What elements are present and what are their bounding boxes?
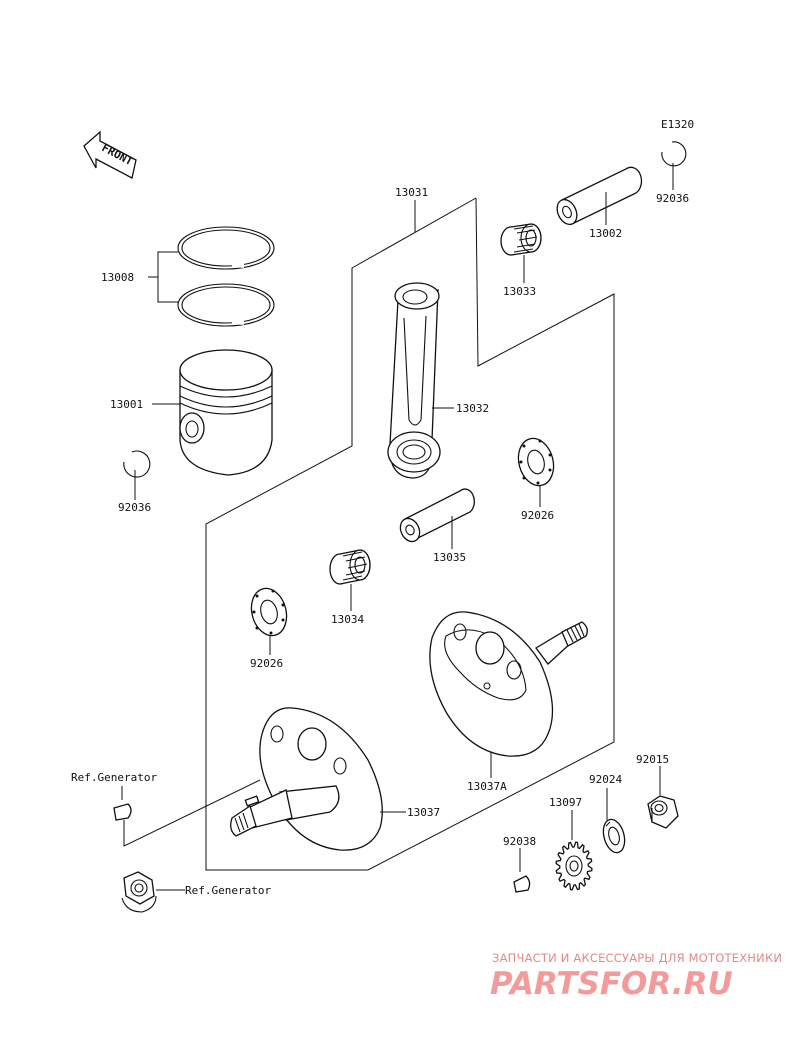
key-92038 bbox=[513, 875, 531, 893]
crankshaft-half-13037 bbox=[230, 707, 383, 851]
piston-rings-13008 bbox=[177, 226, 275, 327]
label-13037A: 13037A bbox=[467, 780, 507, 793]
label-92026-right: 92026 bbox=[521, 509, 554, 522]
label-13032: 13032 bbox=[456, 402, 489, 415]
diagram-code: E1320 bbox=[661, 118, 694, 131]
circlip-92036-top bbox=[661, 141, 687, 167]
label-13037: 13037 bbox=[407, 806, 440, 819]
woodruff-key-ref bbox=[113, 803, 132, 821]
connecting-rod-13032 bbox=[387, 282, 441, 479]
flange-nut-ref bbox=[121, 871, 157, 913]
watermark: ЗАПЧАСТИ И АКСЕССУАРЫ ДЛЯ МОТОТЕХНИКИ PA… bbox=[490, 951, 782, 1002]
needle-bearing-13034 bbox=[329, 549, 371, 585]
label-13097: 13097 bbox=[549, 796, 582, 809]
gear-bore bbox=[569, 860, 579, 872]
label-92026-left: 92026 bbox=[250, 657, 283, 670]
ref-generator-label-top: Ref.Generator bbox=[71, 771, 157, 784]
front-arrow-icon: FRONT bbox=[83, 130, 137, 179]
label-92036-left: 92036 bbox=[118, 501, 151, 514]
piston-pin-13002 bbox=[556, 166, 643, 226]
washer-92026-right bbox=[517, 437, 555, 487]
label-92024: 92024 bbox=[589, 773, 622, 786]
washer-92026-left bbox=[250, 587, 288, 637]
gear-outline bbox=[555, 841, 593, 891]
crank-pin-13035 bbox=[399, 488, 475, 543]
label-13031: 13031 bbox=[395, 186, 428, 199]
label-13034: 13034 bbox=[331, 613, 364, 626]
label-13008: 13008 bbox=[101, 271, 134, 284]
label-13033: 13033 bbox=[503, 285, 536, 298]
crankshaft-half-13037A bbox=[429, 611, 588, 757]
gear-hub bbox=[565, 855, 583, 877]
group-bracket-outline bbox=[205, 197, 615, 871]
label-92015: 92015 bbox=[636, 753, 669, 766]
label-92036-top: 92036 bbox=[656, 192, 689, 205]
watermark-logo: PARTSFOR.RU bbox=[490, 966, 733, 1002]
nut-92015 bbox=[647, 795, 679, 829]
ref-generator-label-bottom: Ref.Generator bbox=[185, 884, 271, 897]
circlip-92036-left bbox=[123, 450, 151, 478]
label-13002: 13002 bbox=[589, 227, 622, 240]
label-92038: 92038 bbox=[503, 835, 536, 848]
lock-washer-92024 bbox=[602, 818, 626, 854]
gear-13097 bbox=[555, 841, 593, 891]
piston-13001 bbox=[179, 349, 273, 476]
label-13035: 13035 bbox=[433, 551, 466, 564]
needle-bearing-13033 bbox=[500, 223, 542, 256]
watermark-tagline: ЗАПЧАСТИ И АКСЕССУАРЫ ДЛЯ МОТОТЕХНИКИ bbox=[492, 951, 782, 965]
label-13001: 13001 bbox=[110, 398, 143, 411]
